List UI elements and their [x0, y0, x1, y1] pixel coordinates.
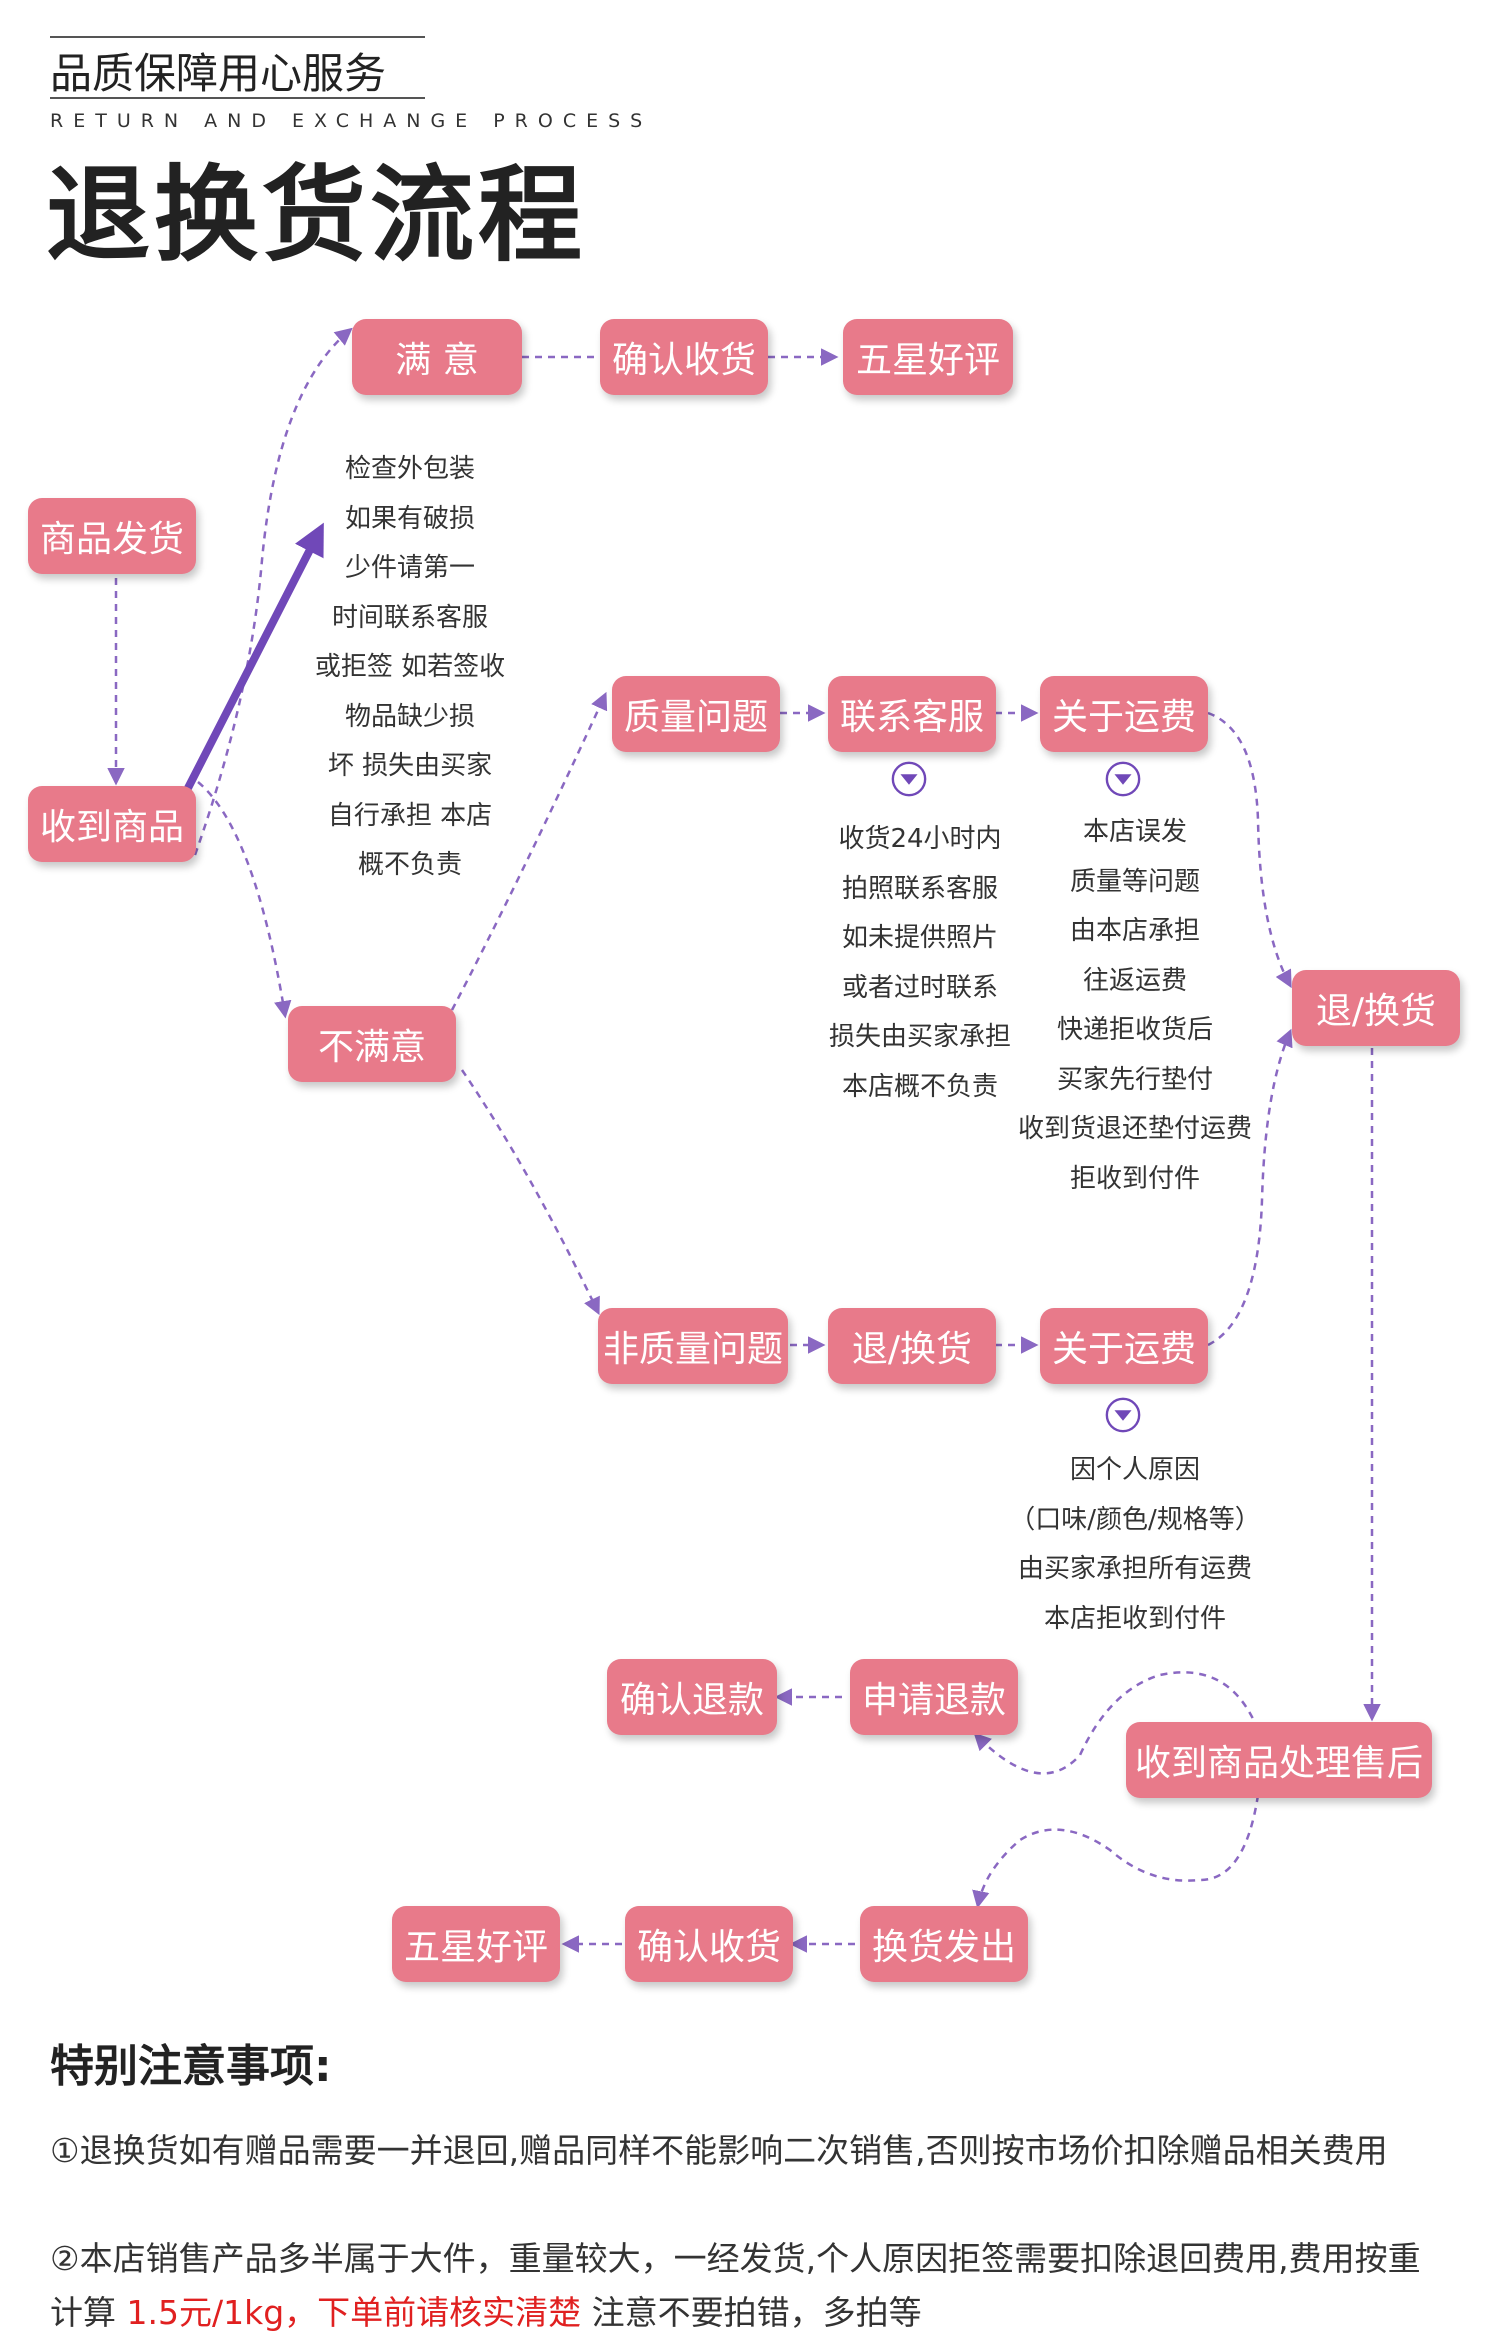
node-unsatisfied: 不满意 [288, 1006, 456, 1082]
node-ship: 商品发货 [28, 498, 196, 574]
tagline: 品质保障用心服务 [50, 49, 387, 98]
note-contact: 收货24小时内拍照联系客服如未提供照片 或者过时联系损失由买家承担本店概不负责 [828, 824, 1011, 1102]
node-non-quality-issue: 非质量问题 [598, 1308, 788, 1384]
node-satisfied: 满 意 [352, 319, 522, 395]
link-shipping-nonquality-return [1207, 1028, 1293, 1347]
node-confirm-receipt-bottom: 确认收货 [625, 1906, 793, 1982]
link-inspect-arrow [184, 522, 324, 792]
tagline-rule-top [50, 36, 425, 38]
node-five-star-bottom: 五星好评 [392, 1906, 560, 1982]
chevron-down-circle-icon [1105, 761, 1141, 797]
notice-title: 特别注意事项: [50, 2041, 332, 2092]
node-return-exchange-mid: 退/换货 [828, 1308, 996, 1384]
chevron-down-circle-icon [1105, 1397, 1141, 1433]
note-shipping-personal: 因个人原因（口味/颜色/规格等） 由买家承担所有运费本店拒收到付件 [1009, 1455, 1261, 1634]
node-after-sales: 收到商品处理售后 [1126, 1722, 1432, 1798]
node-five-star-top: 五星好评 [843, 319, 1013, 395]
link-receive-satisfied [193, 327, 353, 856]
node-about-shipping-quality: 关于运费 [1040, 676, 1208, 752]
node-return-exchange-right: 退/换货 [1292, 970, 1460, 1046]
link-unsatisfied-quality [450, 691, 608, 1011]
node-confirm-refund: 确认退款 [607, 1659, 777, 1735]
node-exchange-shipped: 换货发出 [860, 1906, 1028, 1982]
english-subtitle: RETURN AND EXCHANGE PROCESS [50, 110, 653, 132]
chevron-down-circle-icon [891, 761, 927, 797]
link-unsatisfied-nonquality [460, 1069, 600, 1316]
notice-item-1: ①退换货如有赠品需要一并退回,赠品同样不能影响二次销售,否则按市场价扣除赠品相关… [50, 2131, 1388, 2170]
notice-highlight: 1.5元/1kg，下单前请核实清楚 [126, 2293, 582, 2332]
link-receive-unsatisfied [197, 781, 292, 1019]
notice-item-2: ②本店销售产品多半属于大件，重量较大，一经发货,个人原因拒签需要扣除退回费用,费… [50, 2239, 1421, 2332]
node-apply-refund: 申请退款 [850, 1659, 1018, 1735]
link-aftersales-exchange [972, 1794, 1260, 1909]
page-title: 退换货流程 [46, 154, 587, 276]
node-contact-service: 联系客服 [828, 676, 996, 752]
node-receive: 收到商品 [28, 786, 196, 862]
node-about-shipping-nonquality: 关于运费 [1040, 1308, 1208, 1384]
tagline-rule-bottom [50, 97, 425, 99]
note-shipping-quality: 本店误发质量等问题由本店承担 往返运费快递拒收货后买家先行垫付 收到货退还垫付运… [1017, 817, 1252, 1194]
node-confirm-receipt-top: 确认收货 [600, 319, 768, 395]
node-quality-issue: 质量问题 [612, 676, 780, 752]
note-inspect: 检查外包装如果有破损少件请第一 时间联系客服或拒签 如若签收物品缺少损 坏 损失… [314, 454, 506, 880]
